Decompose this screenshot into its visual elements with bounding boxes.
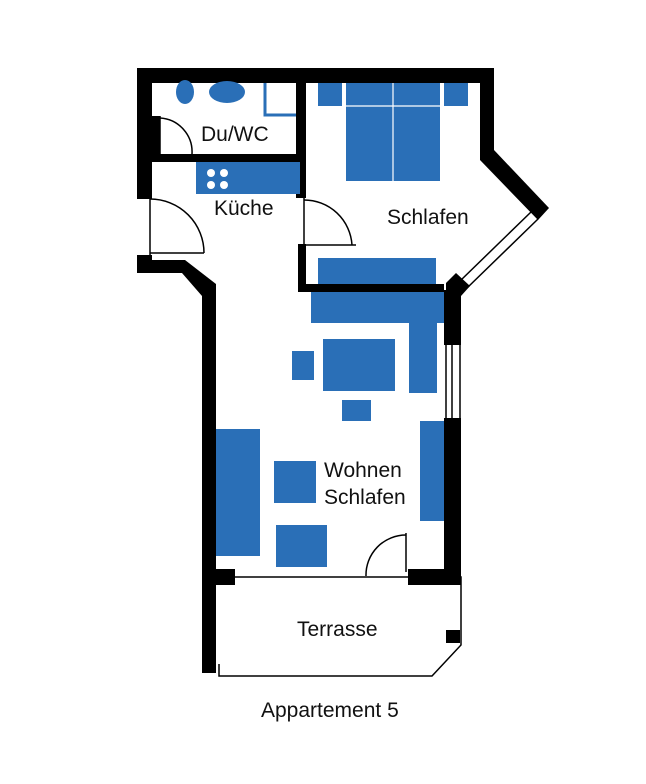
walls (137, 68, 494, 673)
coffee-table (274, 461, 316, 503)
label-terrace: Terrasse (297, 618, 378, 641)
bedroom-wardrobe (318, 258, 436, 284)
terrace-post (446, 630, 460, 643)
dining-table (323, 339, 395, 391)
shower-outline (263, 83, 296, 117)
bedroom-window (459, 211, 539, 289)
wall-bedroom-diagonal-lower (446, 273, 470, 296)
label-living-2: Schlafen (324, 486, 406, 509)
stove-icon (207, 169, 228, 189)
wall-partition-lower (298, 244, 306, 292)
sideboard (420, 421, 444, 521)
wall-bath-left (152, 116, 160, 154)
armchair (276, 525, 327, 567)
wall-left-stub (137, 255, 152, 273)
wall-bedroom-bottom (298, 284, 444, 292)
living-window (445, 345, 461, 418)
wall-left-living (202, 285, 216, 673)
bed-seams (346, 83, 440, 181)
toilet (176, 80, 194, 104)
terrace-outline (216, 576, 462, 677)
plan-caption: Appartement 5 (261, 699, 399, 722)
wall-partition-upper (296, 83, 306, 198)
wall-right-lower-2 (444, 418, 461, 585)
label-kitchen: Küche (214, 197, 274, 220)
kitchen-counter (196, 162, 300, 194)
label-bathroom: Du/WC (201, 123, 269, 146)
wall-right-upper (480, 68, 494, 158)
wall-right-lower (444, 290, 461, 345)
nightstand-left (318, 83, 342, 106)
doors (149, 116, 407, 577)
wall-top (137, 68, 494, 83)
wall-entrance-diagonal (150, 260, 216, 296)
label-bedroom: Schlafen (387, 206, 469, 229)
label-living-1: Wohnen (324, 459, 402, 482)
wall-left-upper (137, 68, 152, 199)
nightstand-right (444, 83, 468, 106)
living-shelf-side (409, 292, 437, 393)
sink (209, 81, 245, 103)
wall-bedroom-diagonal (480, 150, 549, 220)
dining-chair-bottom (342, 400, 371, 421)
dining-chair-left (292, 351, 314, 380)
furniture (176, 80, 468, 567)
wall-bath-kitchen (152, 154, 304, 162)
sofa-bed (216, 429, 260, 556)
